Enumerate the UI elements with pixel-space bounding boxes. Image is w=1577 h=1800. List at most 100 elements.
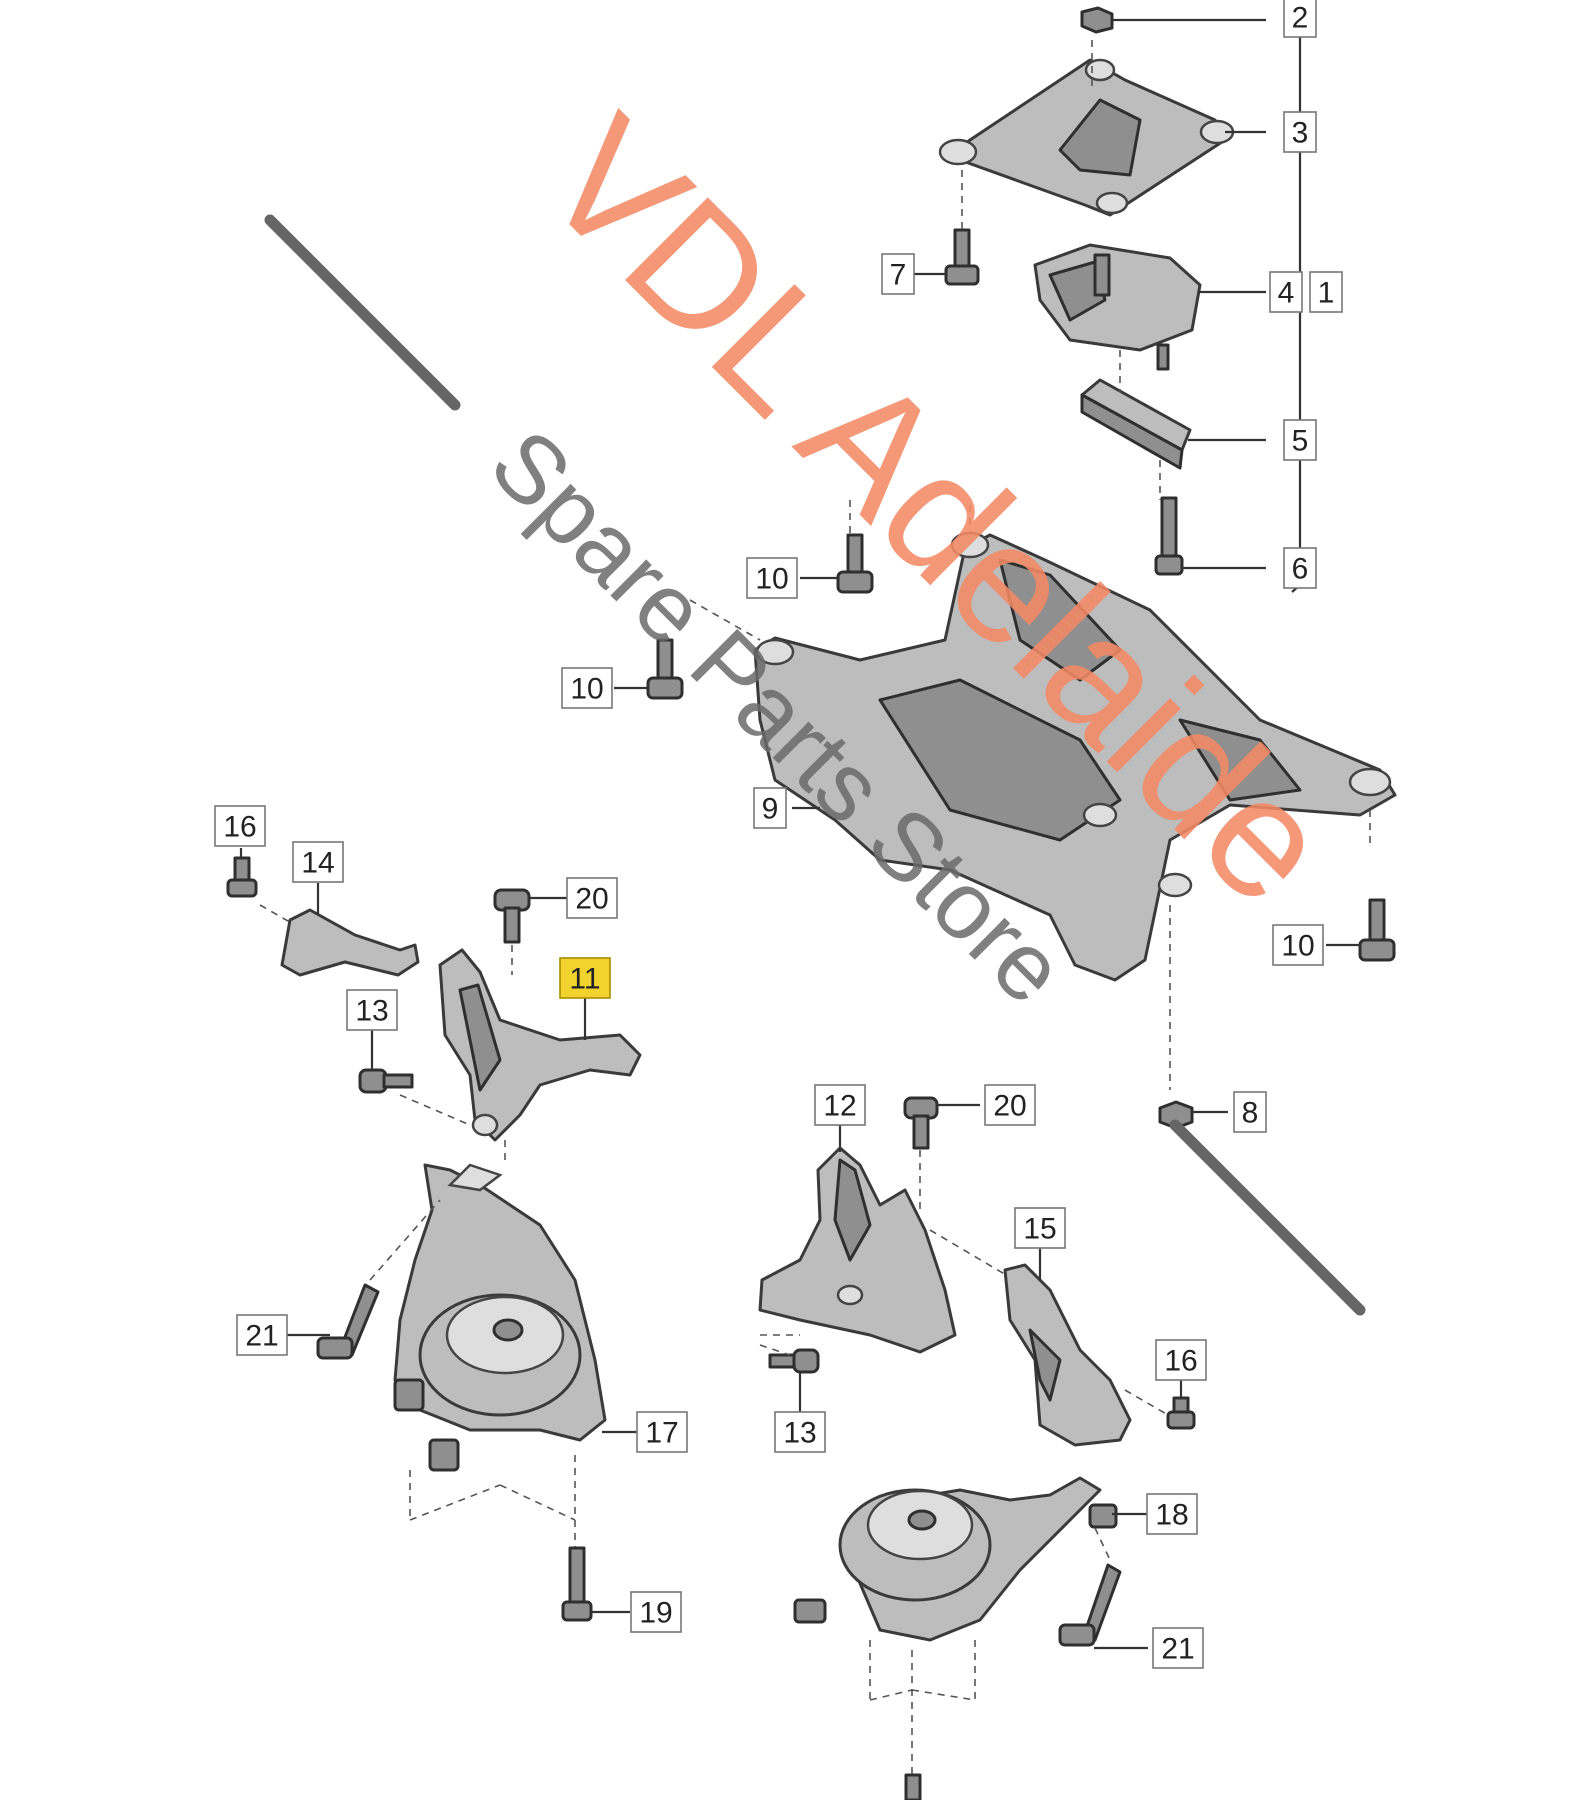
callout-1: 1 — [1309, 271, 1343, 313]
callout-10: 10 — [1272, 924, 1324, 966]
callout-number: 21 — [245, 1320, 278, 1353]
callout-number: 13 — [355, 995, 388, 1028]
part-8-nut — [1158, 1100, 1228, 1130]
callout-20: 20 — [566, 877, 618, 919]
callout-box — [984, 1084, 1036, 1126]
callout-number: 3 — [1292, 117, 1309, 150]
callout-16: 16 — [1155, 1339, 1207, 1381]
callout-box — [1155, 1339, 1207, 1381]
callout-box — [1309, 271, 1343, 313]
part-13-bolt-left — [358, 1030, 471, 1126]
callout-12: 12 — [814, 1084, 866, 1126]
part-19-bolt — [561, 1546, 630, 1622]
watermark-bar-bottom — [1169, 1119, 1366, 1316]
callout-number: 12 — [823, 1090, 856, 1123]
callout-box — [630, 1591, 682, 1633]
callout-14: 14 — [292, 841, 344, 883]
callout-box — [814, 1084, 866, 1126]
part-10-bolt-right — [1326, 898, 1396, 962]
part-9-subframe — [753, 500, 1397, 1090]
callout-number: 2 — [1292, 2, 1309, 35]
callout-box — [346, 989, 398, 1031]
callout-11: 11 — [559, 957, 611, 999]
part-16-bolt-left — [226, 848, 296, 926]
callout-number: 13 — [783, 1417, 816, 1450]
callout-8: 8 — [1233, 1091, 1267, 1133]
callout-box — [1233, 1091, 1267, 1133]
callout-number: 11 — [569, 963, 600, 996]
callout-box — [1152, 1627, 1204, 1669]
callout-10: 10 — [561, 667, 613, 709]
part-6-long-bolt — [1154, 496, 1266, 576]
callout-18: 18 — [1146, 1493, 1198, 1535]
callout-box — [292, 841, 344, 883]
part-11-support-arm — [438, 948, 642, 1165]
callout-box — [236, 1314, 288, 1356]
callout-box — [881, 253, 915, 295]
callout-3: 3 — [1283, 111, 1317, 153]
callout-number: 20 — [993, 1090, 1026, 1123]
callout-number: 8 — [1242, 1097, 1259, 1130]
callout-15: 15 — [1014, 1207, 1066, 1249]
callout-20: 20 — [984, 1084, 1036, 1126]
part-10-bolt-left — [614, 599, 761, 700]
callout-number: 16 — [1164, 1345, 1197, 1378]
part-18-engine-mount-right — [793, 1476, 1150, 1780]
part-10-bolt-upper — [800, 533, 874, 594]
callout-box — [1146, 1493, 1198, 1535]
callout-number: 18 — [1155, 1499, 1188, 1532]
callout-box — [774, 1411, 826, 1453]
callout-number: 10 — [1281, 930, 1314, 963]
callout-number: 4 — [1278, 277, 1295, 310]
part-13-bolt-lower — [759, 1344, 820, 1412]
callout-box — [1283, 419, 1317, 461]
part-17-engine-mount-left — [393, 1163, 640, 1555]
callout-number: 10 — [570, 673, 603, 706]
callout-number: 15 — [1023, 1213, 1056, 1246]
callout-4: 4 — [1269, 271, 1303, 313]
part-7-bolt — [910, 170, 980, 286]
part-21-bolt-right — [1058, 1563, 1148, 1650]
callout-21: 21 — [236, 1314, 288, 1356]
callout-number: 5 — [1292, 425, 1309, 458]
callout-number: 21 — [1161, 1633, 1194, 1666]
part-14-bracket — [280, 883, 420, 977]
callout-box — [1283, 0, 1317, 38]
callout-16: 16 — [214, 805, 266, 847]
callout-number: 16 — [223, 811, 256, 844]
callout-box — [1272, 924, 1324, 966]
callout-box — [753, 787, 787, 829]
part-3-mount-bracket — [938, 40, 1266, 217]
callout-2: 2 — [1283, 0, 1317, 38]
watermark-bar-top — [264, 214, 461, 411]
callout-17: 17 — [636, 1411, 688, 1453]
part-5-plate — [1080, 350, 1266, 500]
callout-box — [1283, 547, 1317, 589]
callout-10: 10 — [746, 557, 798, 599]
callout-box — [214, 805, 266, 847]
callout-21: 21 — [1152, 1627, 1204, 1669]
part-12-bracket — [758, 1122, 1041, 1354]
callout-number: 10 — [755, 563, 788, 596]
callout-7: 7 — [881, 253, 915, 295]
part-16-bolt-right — [1124, 1376, 1196, 1430]
callout-number: 19 — [639, 1597, 672, 1630]
callout-6: 6 — [1283, 547, 1317, 589]
callout-5: 5 — [1283, 419, 1317, 461]
callout-box — [559, 957, 611, 999]
part-15-bracket — [1003, 1244, 1132, 1447]
callout-19: 19 — [630, 1591, 682, 1633]
callout-number: 1 — [1318, 277, 1335, 310]
callout-number: 20 — [575, 883, 608, 916]
callout-box — [566, 877, 618, 919]
callout-9: 9 — [753, 787, 787, 829]
part-21-bolt-left — [285, 1199, 441, 1360]
part-2-nut — [1080, 6, 1266, 34]
callout-box — [636, 1411, 688, 1453]
lower-stud — [904, 1773, 922, 1800]
callout-box — [1283, 111, 1317, 153]
callout-number: 9 — [762, 793, 779, 826]
callout-13: 13 — [774, 1411, 826, 1453]
callout-number: 6 — [1292, 553, 1309, 586]
